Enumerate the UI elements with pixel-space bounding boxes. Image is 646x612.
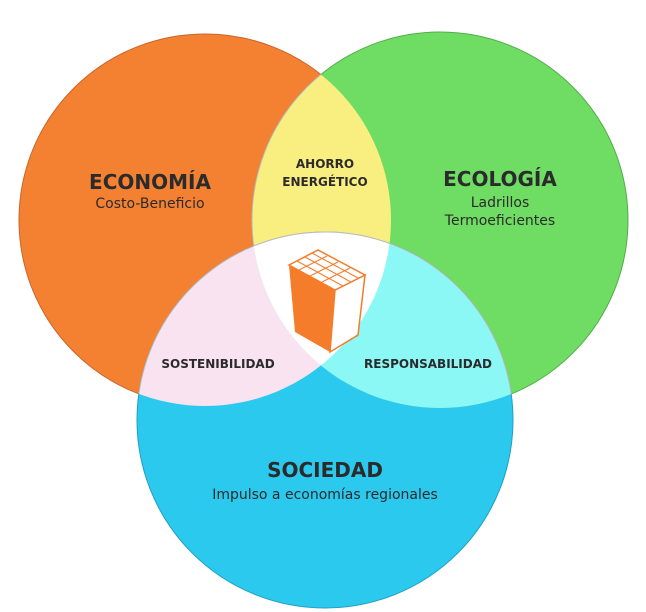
ecologia-title: ECOLOGÍA (443, 167, 557, 191)
ahorro-label-line1: AHORRO (296, 157, 354, 171)
responsabilidad-label: RESPONSABILIDAD (364, 357, 492, 371)
ahorro-label-line2: ENERGÉTICO (282, 174, 367, 189)
economia-title: ECONOMÍA (89, 170, 211, 194)
brick-icon (287, 249, 367, 354)
ecologia-subtitle-line1: Ladrillos (471, 195, 530, 211)
center-region (252, 231, 391, 406)
sociedad-subtitle: Impulso a economías regionales (212, 487, 438, 503)
sostenibilidad-label: SOSTENIBILIDAD (161, 357, 274, 371)
sociedad-title: SOCIEDAD (267, 458, 383, 482)
ecologia-subtitle-line2: Termoeficientes (444, 213, 555, 229)
economia-subtitle: Costo-Beneficio (95, 196, 204, 212)
